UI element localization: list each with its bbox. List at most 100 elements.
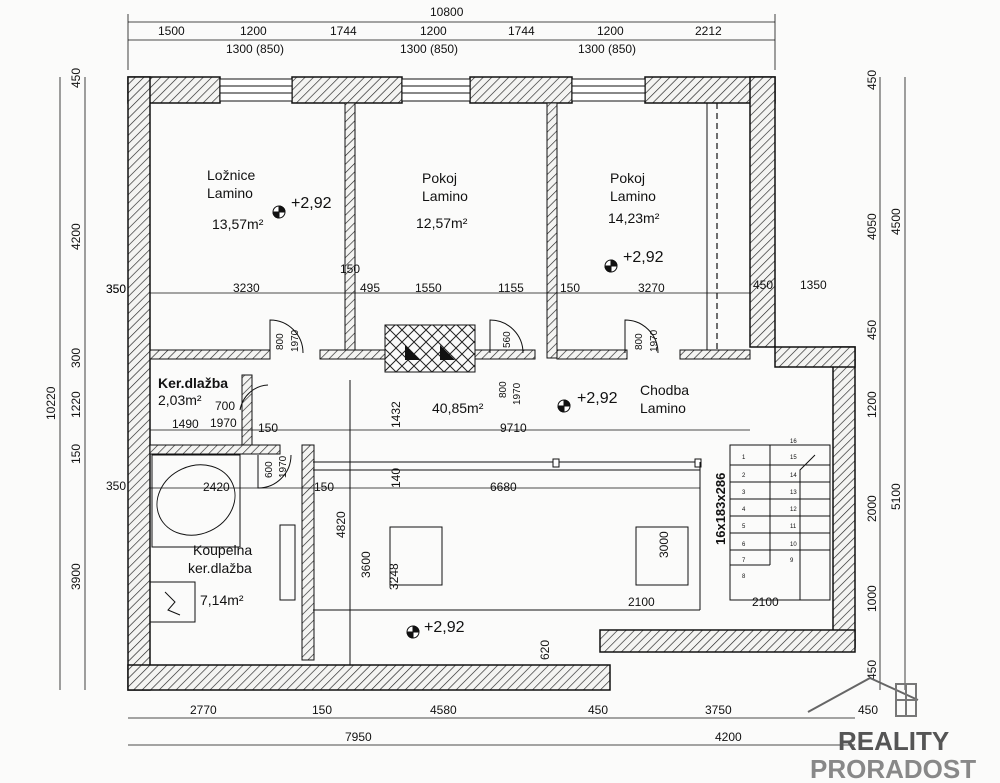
dim-right: 5100 [889, 483, 903, 510]
dim-bottom: 3750 [705, 703, 732, 717]
dim-left: 450 [69, 68, 83, 88]
dim-door: 1970 [290, 329, 301, 352]
room-wc-name: Ker.dlažba [158, 375, 228, 391]
dim-int: 3270 [638, 281, 665, 295]
svg-text:12: 12 [790, 507, 797, 513]
svg-text:3: 3 [742, 490, 746, 496]
dim-left: 150 [69, 444, 83, 464]
dim-bath-door: 1970 [278, 455, 289, 478]
dim-int: 150 [560, 281, 580, 295]
svg-text:16: 16 [790, 439, 797, 445]
dim-right: 1200 [865, 391, 879, 418]
svg-text:9: 9 [790, 558, 794, 564]
room-chodba-area: 40,85m² [432, 400, 484, 416]
dim-low: 140 [389, 468, 403, 488]
dim-door: 800 [634, 333, 645, 350]
dim-corr: 150 [258, 421, 278, 435]
svg-text:4: 4 [742, 507, 746, 513]
dim-bottom: 150 [312, 703, 332, 717]
room-pokoj1-name: Pokoj [422, 170, 457, 186]
dim-low: 3248 [387, 563, 401, 590]
dim-right: 4050 [865, 213, 879, 240]
svg-text:10: 10 [790, 542, 797, 548]
doors [239, 319, 659, 489]
dim-corr: 9710 [500, 421, 527, 435]
staircase [729, 444, 831, 601]
dim-left: 10220 [44, 386, 58, 420]
dim-left: 4200 [69, 223, 83, 250]
dim-low: 3600 [359, 551, 373, 578]
room-loznice-floor: Lamino [207, 185, 253, 201]
dim-bottom: 7950 [345, 730, 372, 744]
dim-bottom: 4200 [715, 730, 742, 744]
dim-door: 1970 [512, 382, 523, 405]
dim-corr: 1490 [172, 417, 199, 431]
room-loznice-level: +2,92 [291, 195, 332, 212]
dim-corr: 700 [215, 399, 235, 413]
dim-bottom: 4580 [430, 703, 457, 717]
stair-numbers: 16 15 14 13 12 11 10 1 2 3 4 5 6 7 8 9 [742, 439, 797, 580]
room-pokoj2-floor: Lamino [610, 188, 656, 204]
dim-int: 495 [360, 281, 380, 295]
dim-door: 1970 [649, 329, 660, 352]
dim-bottom: 2770 [190, 703, 217, 717]
chimney-hatch [384, 324, 476, 373]
svg-text:5: 5 [742, 524, 746, 530]
room-koupelna-area: 7,14m² [200, 592, 244, 608]
dim-door: 800 [275, 333, 286, 350]
dim-top-total: 10800 [430, 5, 464, 19]
dim-left: 300 [69, 348, 83, 368]
dim-right: 450 [865, 660, 879, 680]
svg-text:13: 13 [790, 490, 797, 496]
dim-low: 150 [314, 480, 334, 494]
room-pokoj2-area: 14,23m² [608, 210, 660, 226]
dim-low: 6680 [490, 480, 517, 494]
room-pokoj1-area: 12,57m² [416, 215, 468, 231]
svg-text:8: 8 [742, 574, 746, 580]
dim-bath-door: 600 [264, 461, 275, 478]
dim-low: 3000 [657, 531, 671, 558]
room-chodba-name: Chodba [640, 382, 689, 398]
dim-door: 800 [498, 381, 509, 398]
dim-window: 1300 (850) [226, 42, 284, 56]
dim-int: 1550 [415, 281, 442, 295]
vent-triangle-2 [440, 345, 455, 360]
svg-text:6: 6 [742, 542, 746, 548]
room-pokoj2-name: Pokoj [610, 170, 645, 186]
dim-int: 3230 [233, 281, 260, 295]
room-pokoj1-floor: Lamino [422, 188, 468, 204]
bathroom-fixtures [149, 454, 296, 623]
dim-low: 2420 [203, 480, 230, 494]
room-chodba-floor: Lamino [640, 400, 686, 416]
svg-text:11: 11 [790, 524, 797, 530]
dim-left: 1220 [69, 391, 83, 418]
right-dims: 450 4050 4500 450 1200 2000 5100 1000 45… [865, 70, 903, 680]
level-markers [272, 205, 618, 639]
dimension-lines [59, 14, 906, 746]
dim-top-seg: 1200 [240, 24, 267, 38]
dim-right-450: 450 [753, 278, 773, 292]
dim-low: 620 [538, 640, 552, 660]
dim-right: 4500 [889, 208, 903, 235]
windows [219, 78, 646, 102]
room-pokoj2-level: +2,92 [623, 249, 664, 266]
dim-low: 2100 [752, 595, 779, 609]
logo-line2: PRORADOST [810, 754, 976, 783]
outer-walls [127, 76, 856, 691]
dim-corr: 1432 [389, 401, 403, 428]
vent-triangle-1 [405, 345, 420, 360]
dim-left: 3900 [69, 563, 83, 590]
svg-text:2: 2 [742, 473, 746, 479]
dim-top-seg: 1500 [158, 24, 185, 38]
dim-right-450c: 450 [858, 703, 878, 717]
dim-window: 1300 (850) [400, 42, 458, 56]
dim-top-seg: 2212 [695, 24, 722, 38]
dim-bottom: 450 [588, 703, 608, 717]
svg-text:7: 7 [742, 558, 746, 564]
dim-low: 4820 [334, 511, 348, 538]
left-dims: 450 4200 10220 300 1220 150 3900 [44, 68, 83, 590]
room-loznice-name: Ložnice [207, 167, 255, 183]
dim-int: 150 [340, 262, 360, 276]
dim-left-350: 350 [106, 282, 126, 296]
svg-text:15: 15 [790, 455, 797, 461]
